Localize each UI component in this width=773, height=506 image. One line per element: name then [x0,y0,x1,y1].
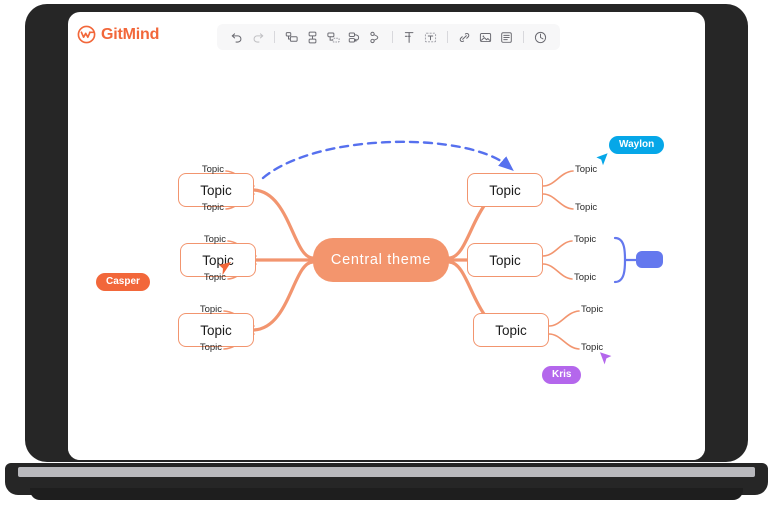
leaf-topic-left-bottom-2[interactable]: Topic [199,342,222,353]
central-theme-node[interactable]: Central theme [313,238,449,282]
toolbar-group-revision [530,27,551,48]
image-icon[interactable] [475,27,496,48]
leaf-topic-right-middle-2[interactable]: Topic [574,272,597,283]
leaf-topic-right-middle-1[interactable]: Topic [574,234,597,245]
app-header: GitMind [68,12,705,60]
toolbar-divider [447,31,448,43]
toolbar-group-annotation [399,27,441,48]
add-text-box-icon[interactable] [420,27,441,48]
topic-label: Topic [495,322,527,338]
leaf-topic-right-top-2[interactable]: Topic [575,202,598,213]
note-icon[interactable] [496,27,517,48]
summary-node[interactable] [636,251,663,268]
toolbar-group-history-actions [226,27,268,48]
topic-node-left-bottom[interactable]: Topic [178,313,254,347]
leaf-topic-left-middle-2[interactable]: Topic [203,272,226,283]
leaf-topic-left-bottom-1[interactable]: Topic [199,304,222,315]
toolbar-divider [392,31,393,43]
topic-node-right-bottom[interactable]: Topic [473,313,549,347]
leaf-topic-left-middle-1[interactable]: Topic [203,234,226,245]
laptop-foot [30,488,743,500]
topic-label: Topic [200,322,232,338]
add-subtopic-icon[interactable] [323,27,344,48]
topic-label: Topic [200,182,232,198]
add-sibling-topic-icon[interactable] [281,27,302,48]
mindmap-connectors [223,140,638,350]
collaborator-badge-casper: Casper [96,273,150,291]
toolbar-group-insert [454,27,517,48]
add-summary-icon[interactable] [365,27,386,48]
central-theme-label: Central theme [330,252,432,268]
topic-node-right-top[interactable]: Topic [467,173,543,207]
collaborator-badge-waylon: Waylon [609,136,665,154]
redo-icon[interactable] [247,27,268,48]
collaborator-badge-kris: Kris [542,366,582,384]
toolbar-divider [523,31,524,43]
leaf-topic-left-top-2[interactable]: Topic [201,202,224,213]
leaf-topic-right-bottom-1[interactable]: Topic [581,304,604,315]
laptop-screen: GitMind [68,12,705,460]
toolbar-divider [274,31,275,43]
history-icon[interactable] [530,27,551,48]
link-icon[interactable] [454,27,475,48]
cursor-pointer-casper [219,262,232,276]
brand-name: GitMind [101,26,160,43]
topic-node-left-top[interactable]: Topic [178,173,254,207]
brand-logo[interactable]: GitMind [77,25,159,44]
leaf-topic-right-bottom-2[interactable]: Topic [581,342,604,353]
toolbar-group-topic-actions [281,27,386,48]
leaf-topic-right-top-1[interactable]: Topic [575,164,598,175]
cursor-pointer-kris [600,352,612,365]
add-relation-icon[interactable] [344,27,365,48]
mindmap-canvas[interactable]: Central theme Topic Topic Topic Topic To… [68,60,705,460]
gitmind-logo-icon [77,25,96,44]
cursor-pointer-waylon [596,153,608,166]
editor-toolbar [217,24,560,50]
add-boundary-icon[interactable] [399,27,420,48]
topic-label: Topic [489,182,521,198]
undo-icon[interactable] [226,27,247,48]
laptop-base-strip [18,467,755,477]
topic-label: Topic [489,252,521,268]
leaf-topic-left-top-1[interactable]: Topic [201,164,224,175]
topic-node-right-middle[interactable]: Topic [467,243,543,277]
add-parent-topic-icon[interactable] [302,27,323,48]
